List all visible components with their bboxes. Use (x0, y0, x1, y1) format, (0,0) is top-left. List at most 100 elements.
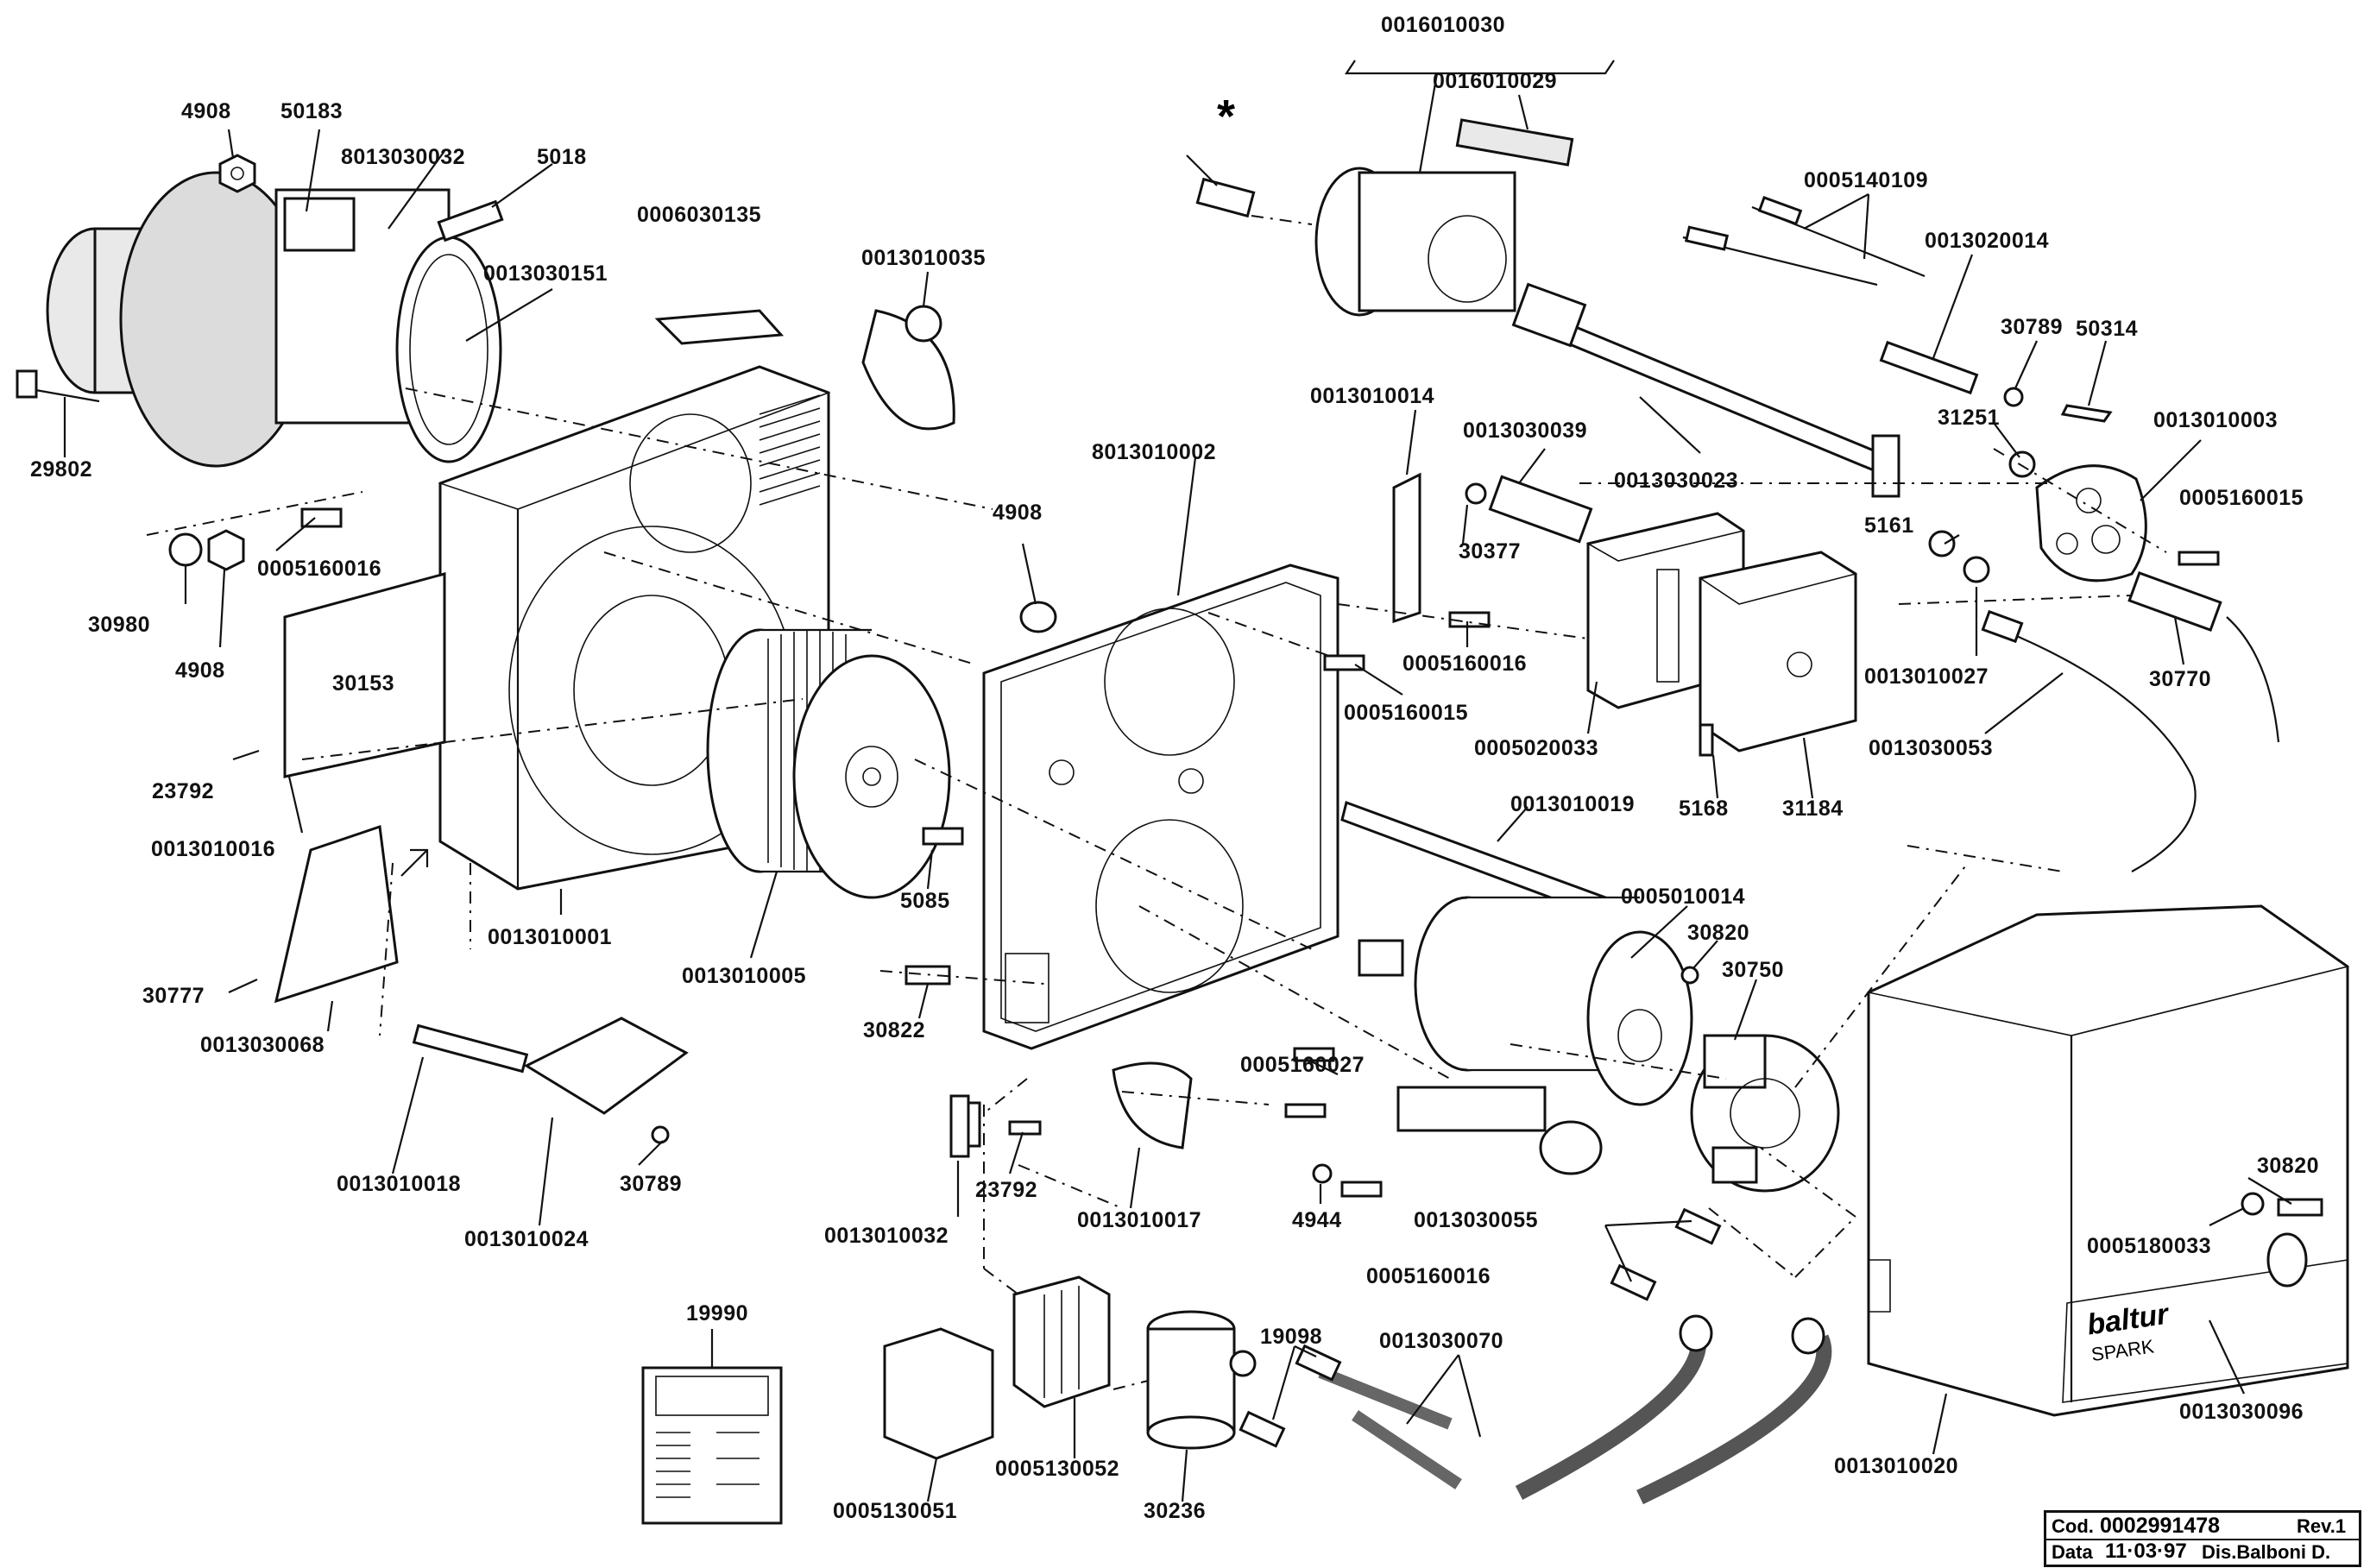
part-label: 4908 (175, 658, 225, 683)
part-label: 5085 (900, 889, 950, 913)
part-label: 0013020014 (1925, 229, 2050, 253)
part-label: 0013030070 (1379, 1329, 1504, 1353)
part-label: 0013030039 (1463, 419, 1588, 443)
title-block: Cod. 0002991478 Rev.1 Data 11·03·97 Dis.… (2044, 1510, 2361, 1567)
hose-b (1636, 1334, 1832, 1505)
part-label: 30750 (1722, 958, 1785, 982)
part-label: 0005160027 (1240, 1053, 1365, 1077)
part-label: 0005160015 (1344, 701, 1469, 725)
cod-value: 0002991478 (2100, 1514, 2221, 1538)
part-label: 0013010017 (1077, 1208, 1202, 1232)
data-label: Data (2052, 1541, 2093, 1563)
assembly-lines (146, 215, 2167, 1390)
assembly-arrow (400, 849, 428, 877)
part-label: 30822 (863, 1018, 926, 1042)
part-label: 0013010018 (337, 1172, 462, 1196)
part-label: 30789 (2001, 315, 2064, 339)
connector-0005130051 (883, 1327, 994, 1460)
part-label: 0005140109 (1804, 168, 1929, 192)
part-label: 31184 (1782, 797, 1844, 821)
part-label: 31251 (1938, 406, 2001, 430)
part-label: 0006030135 (637, 203, 762, 227)
revision: Rev.1 (2297, 1515, 2347, 1537)
control-box (1698, 551, 1858, 753)
part-label: 0013030096 (2179, 1400, 2304, 1424)
part-label: 0005180033 (2087, 1234, 2212, 1258)
part-label: 19098 (1260, 1325, 1323, 1349)
part-label: 0005160016 (257, 557, 382, 581)
part-label: 0016010030 (1381, 13, 1506, 37)
part-label: 30153 (332, 671, 395, 696)
screw-5018 (437, 199, 504, 242)
part-label: 30236 (1144, 1499, 1207, 1523)
part-label: 5168 (1679, 797, 1729, 821)
cod-label: Cod. (2052, 1515, 2094, 1537)
part-label: 0013030053 (1869, 736, 1994, 760)
part-label: 0013010016 (151, 837, 276, 861)
electrode-holder (1314, 167, 1516, 317)
part-label: 30777 (142, 984, 205, 1008)
part-label: 30820 (2257, 1154, 2320, 1178)
oil-pump (1690, 1034, 1840, 1193)
part-label: 0016010029 (1433, 69, 1558, 93)
part-label: 8013030032 (341, 145, 466, 169)
title-row-code: Cod. 0002991478 Rev.1 (2046, 1513, 2359, 1540)
part-label: 0005160016 (1402, 652, 1528, 676)
part-label: 5161 (1864, 513, 1914, 538)
part-label: 4908 (181, 99, 231, 123)
part-label: 30820 (1687, 921, 1750, 945)
part-label: 50314 (2076, 317, 2139, 341)
air-disc (2035, 464, 2147, 582)
asterisk-mark: * (1217, 91, 1236, 142)
fan-wheel (706, 628, 951, 899)
part-label: 0013010035 (861, 246, 986, 270)
part-label: 4944 (1292, 1208, 1342, 1232)
part-label: 0013010005 (682, 964, 807, 988)
oil-filter (1146, 1310, 1257, 1450)
gasket-0006030135 (654, 309, 785, 345)
part-label: 0013010020 (1834, 1454, 1959, 1478)
part-label: 0005160015 (2179, 486, 2304, 510)
part-label: 0005160016 (1366, 1264, 1491, 1288)
part-label: 23792 (975, 1178, 1038, 1202)
part-label: 23792 (152, 779, 215, 803)
part-label: 0013030151 (483, 261, 608, 286)
part-label: 0005130052 (995, 1457, 1120, 1481)
part-label: 8013010002 (1092, 440, 1217, 464)
bracket-0013030068 (274, 824, 399, 1004)
part-label: 30789 (620, 1172, 683, 1196)
part-label: 0013010003 (2153, 408, 2279, 432)
part-label: 30980 (88, 613, 151, 637)
brand-plate: baltur SPARK (2085, 1298, 2174, 1366)
leader-lines (63, 60, 2292, 1502)
part-label: 0013010001 (488, 925, 613, 949)
title-row-date: Data 11·03·97 Dis.Balboni D. (2046, 1539, 2359, 1565)
designer: Dis.Balboni D. (2202, 1541, 2331, 1563)
motor (1358, 896, 1693, 1175)
part-label: 30377 (1459, 539, 1522, 564)
part-label: 50183 (280, 99, 344, 123)
part-label: 4908 (993, 501, 1043, 525)
part-label: 29802 (30, 457, 93, 482)
part-label: 0013010024 (464, 1227, 589, 1251)
part-label: 0005010014 (1621, 885, 1746, 909)
burner-cover (1866, 904, 2349, 1417)
adjustment-sector (1112, 1061, 1193, 1149)
data-value: 11·03·97 (2105, 1540, 2187, 1563)
part-label: 0013010027 (1864, 664, 1989, 689)
part-label: 0005130051 (833, 1499, 958, 1523)
wiring-card (641, 1366, 783, 1525)
part-label: 0013010014 (1310, 384, 1435, 408)
hose-a (1515, 1315, 1707, 1500)
part-label: 0005020033 (1474, 736, 1599, 760)
part-label: 0013030023 (1614, 469, 1739, 493)
mounting-plate (982, 564, 1339, 1050)
part-label: 5018 (537, 145, 587, 169)
part-label: 0013030055 (1414, 1208, 1539, 1232)
part-label: 0013010019 (1510, 792, 1636, 816)
part-label: 19990 (686, 1301, 749, 1326)
nut-4908-top (218, 154, 256, 193)
part-label: 0013010032 (824, 1224, 949, 1248)
